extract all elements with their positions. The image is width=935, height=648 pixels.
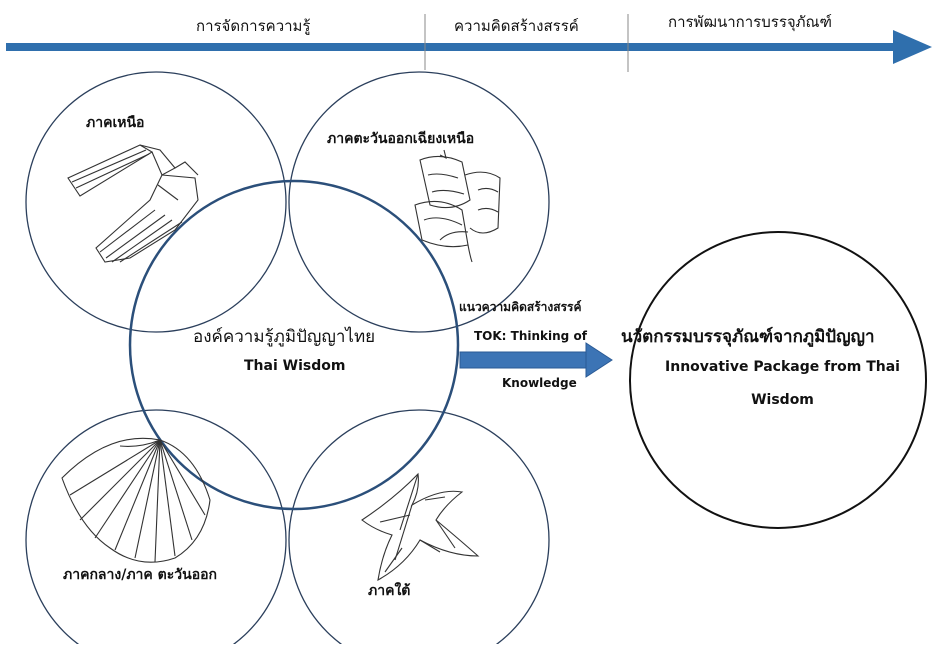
concept-label-tok: TOK: Thinking of [474,329,587,343]
result-title-english-line2: Wisdom [751,392,814,408]
label-south: ภาคใต้ [368,583,411,599]
label-north: ภาคเหนือ [86,115,145,131]
northeast-basket-sketch-icon [414,149,501,263]
concept-arrow [459,342,613,378]
center-title-english: Thai Wisdom [244,358,346,374]
circle-south [288,409,550,648]
concept-label-knowledge: Knowledge [502,376,577,390]
south-package-sketch-icon [361,472,480,582]
circle-innovative-package [629,231,927,529]
center-title-thai: องค์ความรู้ภูมิปัญญาไทย [193,327,376,347]
timeline-stage-package-development: การพัฒนาการบรรจุภัณฑ์ [668,13,832,31]
circle-north [25,71,287,333]
result-title-thai: นวัตกรรมบรรจุภัณฑ์จากภูมิปัญญา [621,327,875,347]
north-package-sketch-icon [67,144,199,263]
central-east-package-sketch-icon [61,437,211,563]
label-northeast: ภาคตะวันออกเฉียงเหนือ [327,131,475,147]
result-title-english-line1: Innovative Package from Thai [665,359,900,375]
label-central-east: ภาคกลาง/ภาค ตะวันออก [63,567,217,583]
circle-thai-wisdom [128,179,460,511]
circle-northeast [288,71,550,333]
timeline-stage-knowledge-management: การจัดการความรู้ [196,17,311,35]
concept-label-thai: แนวความคิดสร้างสรรค์ [459,300,582,314]
circle-central-east [25,409,287,648]
timeline-arrow [6,30,932,64]
timeline-stage-creativity: ความคิดสร้างสรรค์ [454,17,579,35]
